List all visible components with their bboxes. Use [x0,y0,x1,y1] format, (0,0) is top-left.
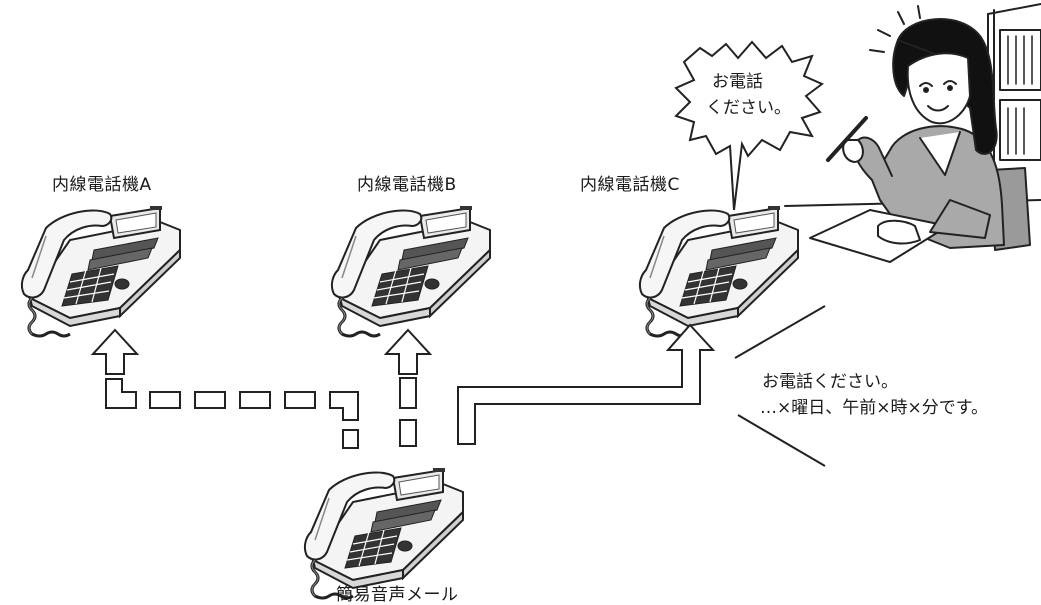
phone-c-label: 内線電話機C [580,175,680,195]
dashed-path-to-a [105,378,359,449]
phone-b-label: 内線電話機B [357,175,457,195]
dashed-path-to-b [399,377,417,447]
phone-c [638,204,800,338]
speech-bubble-line1: お電話 [712,72,763,92]
message-callout-lines [734,305,826,467]
message-line2: …×曜日、午前×時×分です。 [760,398,989,418]
arrow-to-phone-b [385,329,431,375]
phone-a-label: 内線電話機A [52,175,152,195]
arrow-to-phone-a [92,329,138,375]
voicemail-phone [303,466,465,600]
phone-a [20,204,182,338]
message-line1: お電話ください。 [762,372,898,392]
phone-b [330,204,492,338]
speech-bubble [674,40,824,211]
woman-illustration [784,3,1041,263]
speech-bubble-line2: ください。 [706,98,791,118]
arrow-to-phone-c [457,323,716,445]
voicemail-label: 簡易音声メール [336,585,459,605]
